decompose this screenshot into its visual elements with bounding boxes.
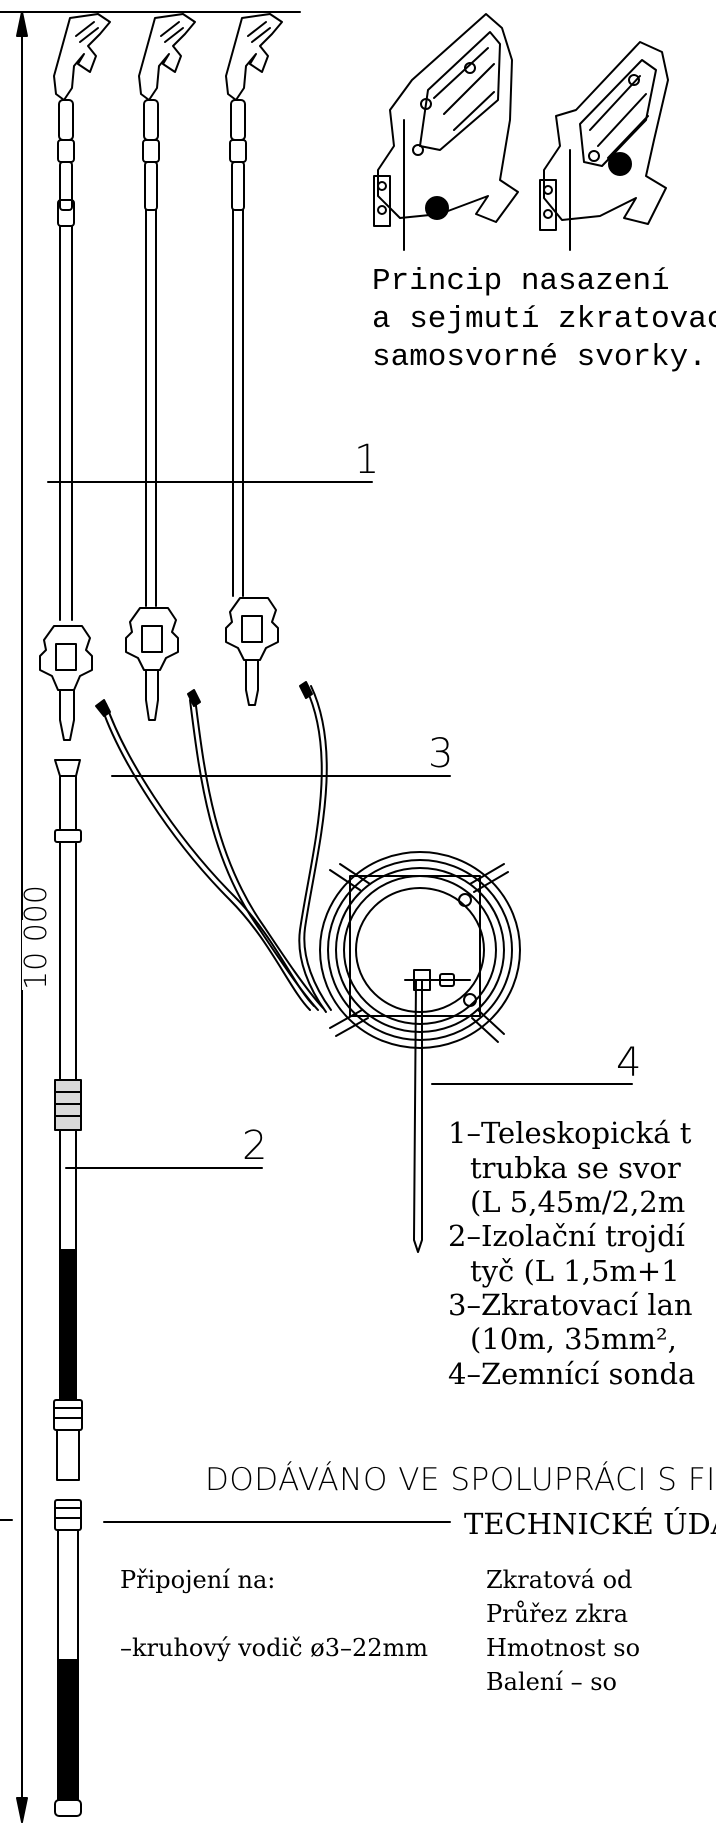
legend-item-3: 3–Zkratovací lan xyxy=(448,1288,693,1322)
connection-value: –kruhový vodič ø3–22mm xyxy=(120,1634,429,1662)
leader-lines xyxy=(47,481,633,1169)
supply-note: DODÁVÁNO VE SPOLUPRÁCI S FIR xyxy=(205,1462,716,1498)
spec-line-3: Hmotnost so xyxy=(486,1634,641,1662)
spec-line-2: Průřez zkra xyxy=(486,1600,628,1628)
tech-data-title: TECHNICKÉ ÚDAJ xyxy=(464,1507,716,1541)
dimension-label: 10 000 xyxy=(19,885,54,990)
legend-item-4: 4–Zemnící sonda xyxy=(448,1357,696,1391)
callout-1: 1 xyxy=(354,437,380,483)
principle-line-1: Princip nasazení xyxy=(372,264,670,299)
legend-item-1-cont: trubka se svor xyxy=(470,1151,681,1185)
legend-item-3-cont: (10m, 35mm², xyxy=(470,1322,677,1356)
legend-item-2-cont: tyč (L 1,5m+1 xyxy=(470,1254,680,1288)
insulating-rod xyxy=(53,759,83,1817)
earthing-probe xyxy=(404,973,471,1253)
legend-item-2: 2–Izolační trojdí xyxy=(448,1219,685,1253)
clamp-principle-closed xyxy=(539,41,669,251)
callout-2: 2 xyxy=(242,1123,268,1169)
telescopic-rod-1 xyxy=(39,13,111,741)
callout-4: 4 xyxy=(616,1040,642,1086)
legend-item-1: 1–Teleskopická t xyxy=(448,1116,692,1150)
connection-label: Připojení na: xyxy=(120,1566,276,1594)
callout-3: 3 xyxy=(428,731,454,777)
spec-line-4: Balení – so xyxy=(486,1668,617,1696)
spec-line-1: Zkratová od xyxy=(486,1566,633,1594)
principle-line-2: a sejmutí zkratovací xyxy=(372,302,716,337)
telescopic-rod-3 xyxy=(225,13,283,706)
cable-coil xyxy=(319,851,521,1049)
legend-item-1-cont2: (L 5,45m/2,2m xyxy=(470,1185,686,1219)
telescopic-rod-2 xyxy=(125,13,196,721)
clamp-principle-open xyxy=(373,13,519,251)
dimension-line xyxy=(0,11,301,1823)
principle-line-3: samosvorné svorky. xyxy=(372,340,707,375)
shorting-cables xyxy=(95,681,332,1013)
